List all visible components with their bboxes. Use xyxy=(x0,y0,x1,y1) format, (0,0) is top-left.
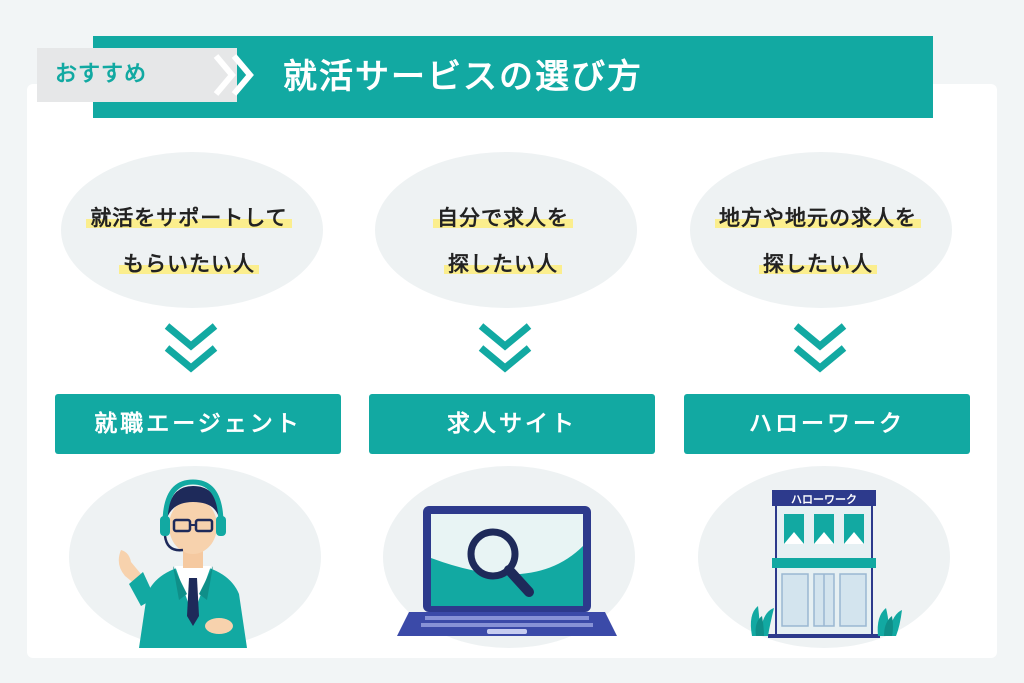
service-label: ハローワーク xyxy=(749,411,905,437)
bubble xyxy=(375,152,637,308)
service-label: 就職エージェント xyxy=(94,411,302,437)
service-label: 求人サイト xyxy=(447,411,577,437)
bubble-text: 探したい人 xyxy=(444,252,562,276)
laptop-search-illustration xyxy=(397,506,617,636)
bubble-text: 就活をサポートして xyxy=(86,206,292,230)
bubble-text: 自分で求人を xyxy=(433,206,573,230)
double-chevron-down-icon xyxy=(164,323,218,373)
bubble-text-line1: 就活をサポートして xyxy=(29,202,349,232)
office-building-illustration: ハローワーク xyxy=(750,490,902,638)
bubble xyxy=(61,152,323,308)
bubble xyxy=(690,152,952,308)
page-title: 就活サービスの選び方 xyxy=(283,57,643,97)
bubble-text: もらいたい人 xyxy=(119,252,259,276)
recommend-tag-label: おすすめ xyxy=(55,62,148,87)
headset-agent-illustration xyxy=(118,479,247,648)
column-job-site: 自分で求人を 探したい人 求人サイト xyxy=(343,0,663,683)
service-label-bar xyxy=(369,394,655,454)
bubble-text-line1: 自分で求人を xyxy=(343,202,663,232)
double-chevron-right-icon xyxy=(213,54,254,96)
bubble-text-line2: もらいたい人 xyxy=(29,248,349,278)
bubble-text: 地方や地元の求人を xyxy=(715,206,921,230)
column-agent: 就活をサポートして もらいたい人 就職エージェント xyxy=(29,0,349,683)
double-chevron-down-icon xyxy=(793,323,847,373)
bubble-text-line2: 探したい人 xyxy=(658,248,978,278)
bubble-text: 探したい人 xyxy=(759,252,877,276)
building-sign: ハローワーク xyxy=(791,493,857,506)
service-label-bar xyxy=(55,394,341,454)
column-hello-work: 地方や地元の求人を 探したい人 ハローワーク ハローワーク xyxy=(658,0,978,683)
bubble-text-line2: 探したい人 xyxy=(343,248,663,278)
double-chevron-down-icon xyxy=(478,323,532,373)
recommend-tag xyxy=(37,48,237,102)
bubble-text-line1: 地方や地元の求人を xyxy=(658,202,978,232)
service-label-bar xyxy=(684,394,970,454)
